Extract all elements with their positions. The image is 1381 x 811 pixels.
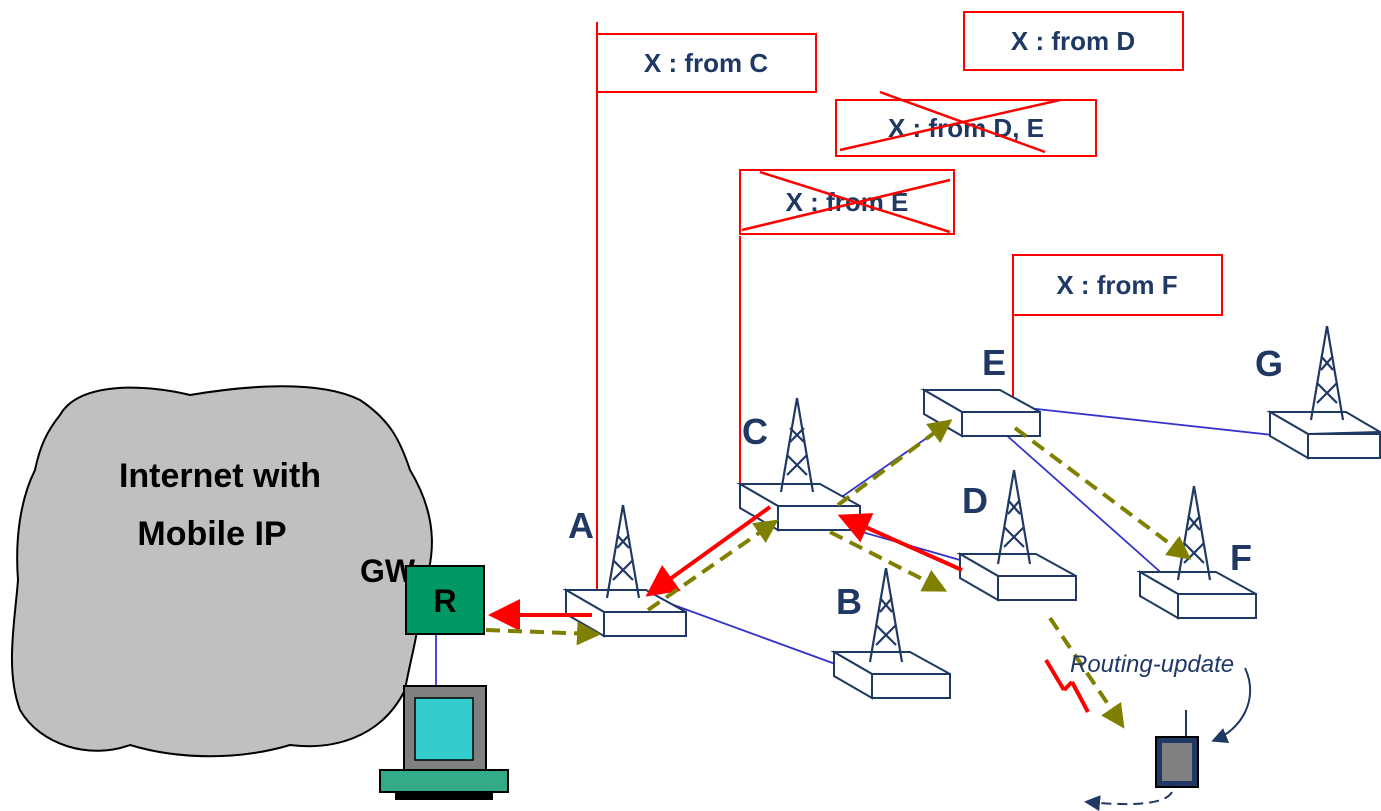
tower-icon [996, 469, 1032, 565]
table-e: X : from F [1012, 254, 1223, 316]
node-c: C [736, 397, 861, 532]
links [435, 404, 1301, 690]
tower-icon [605, 504, 641, 599]
tower-icon [1309, 325, 1345, 421]
routing-update-label: Routing-update [1070, 651, 1234, 678]
cloud-label-line2: Mobile IP [137, 515, 286, 553]
tower-icon [1176, 485, 1212, 581]
internet-cloud: Internet with Mobile IP [10, 385, 433, 758]
node-g: G [1255, 325, 1381, 460]
svg-text:X : from D, E: X : from D, E [888, 113, 1044, 143]
svg-text:X : from F: X : from F [1056, 270, 1177, 300]
tower-icon [779, 397, 815, 493]
mobile-host-icon [1155, 710, 1199, 788]
table-old-de: X : from D, E [835, 90, 1097, 157]
svg-text:A: A [568, 505, 594, 546]
svg-text:B: B [836, 581, 862, 622]
table-a: X : from C [596, 33, 817, 93]
node-e: E [920, 342, 1041, 438]
node-b: B [830, 567, 951, 700]
router-label: R [433, 583, 456, 619]
computer-icon [379, 685, 509, 800]
strike-line [741, 178, 951, 232]
routing-arrows [485, 419, 1192, 729]
strike-line [879, 90, 1046, 154]
tower-icon [868, 567, 904, 663]
svg-text:X : from C: X : from C [644, 48, 768, 78]
node-d: D [956, 469, 1077, 602]
strike-line [839, 98, 1061, 152]
router-gw: R [405, 565, 485, 635]
cloud-label-line1: Internet with [119, 457, 321, 495]
broken-link-icon [1044, 658, 1090, 713]
strike-line [759, 170, 951, 234]
movement-arrow [1084, 791, 1173, 811]
table-c: X : from E [739, 169, 955, 235]
packet-arrows [488, 505, 963, 631]
node-f: F [1136, 485, 1257, 620]
svg-text:C: C [742, 411, 768, 452]
svg-text:E: E [982, 342, 1006, 383]
svg-text:G: G [1255, 343, 1283, 384]
routing-update-arrow [1211, 667, 1252, 743]
svg-text:D: D [962, 480, 988, 521]
svg-text:X : from D: X : from D [1011, 26, 1135, 56]
table-new-d: X : from D [963, 11, 1184, 71]
svg-text:F: F [1230, 537, 1252, 578]
